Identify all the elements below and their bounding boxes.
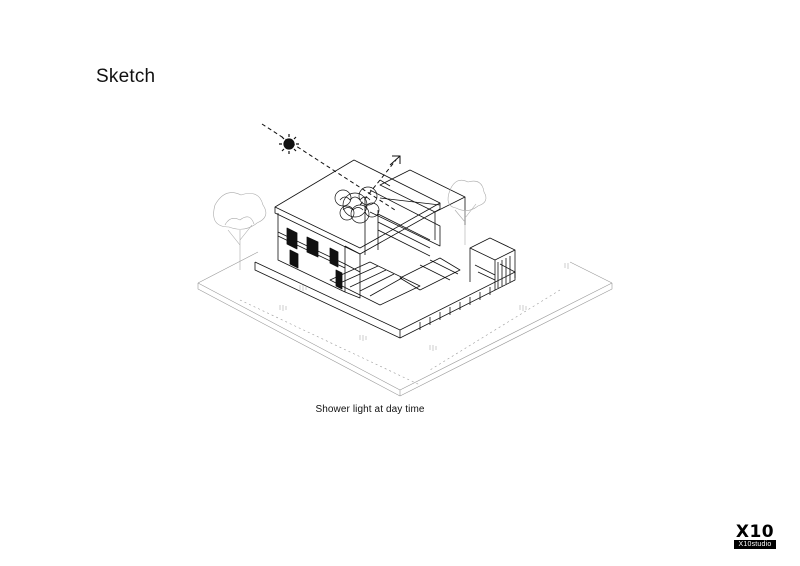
reflected-ray-line bbox=[359, 159, 397, 206]
drawing-caption: Shower light at day time bbox=[315, 404, 425, 415]
logo-subtitle: X10studio bbox=[734, 540, 776, 549]
main-volume bbox=[274, 159, 516, 306]
right-tree bbox=[447, 179, 487, 245]
grass-marks bbox=[279, 263, 569, 351]
studio-logo: X10 X10studio bbox=[734, 524, 776, 549]
arrow-up-right-icon bbox=[389, 155, 401, 166]
sun-icon bbox=[279, 134, 299, 154]
building-base bbox=[254, 261, 516, 339]
left-tree bbox=[213, 192, 267, 270]
sun-ray-line bbox=[261, 123, 396, 211]
central-tree bbox=[334, 186, 380, 224]
logo-mark: X10 bbox=[735, 522, 775, 542]
page-title: Sketch bbox=[96, 66, 156, 87]
site-ground-plate bbox=[197, 251, 613, 397]
